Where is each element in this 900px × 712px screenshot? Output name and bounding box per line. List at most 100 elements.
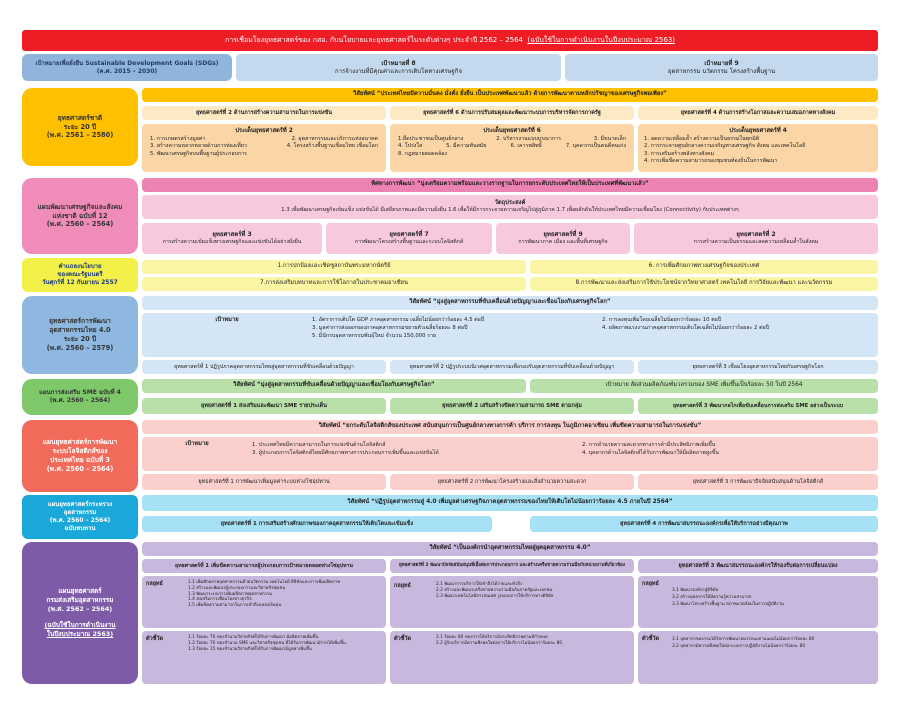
industry-strategy-1-text: ยุทธศาสตร์ที่ 1 ปฏิรูปภาคอุตสาหกรรมไทยสู… [174,363,354,370]
dip-col3-tactics: กลยุทธ์ 3.1 พัฒนาองค์กรสู่ดิจิทัล 3.2 สร… [638,576,878,628]
national-issue-6-item: 5. มีความทันสมัย [446,143,487,150]
national-strategy-2: ยุทธศาสตร์ที่ 2 ด้านการสร้างความสามารถใน… [142,106,386,120]
national-issue-6-item: 1.ยึดประชาชนเป็นศูนย์กลาง [398,136,464,143]
dip-col2-tactics: กลยุทธ์ 2.1 พัฒนาการบริการให้เข้าถึงได้ง… [390,576,634,628]
logistics-targets: เป้าหมาย 1. ประเทศไทยมีความสามารถในการแข… [142,437,878,471]
dip-col3-tactic: 3.1 พัฒนาองค์กรสู่ดิจิทัล [672,588,719,593]
nesdp-strategy-3-desc: การสร้างความเข้มแข็งทางเศรษฐกิจและแข่งขั… [162,238,302,245]
dip-label-3: (พ.ศ. 2562 – 2564) [47,604,113,613]
national-issue-4-item: 2. การกระจายศูนย์กลางความเจริญทางเศรษฐกิ… [644,143,806,150]
ministry-strategy-1: ยุทธศาสตร์ที่ 1 การเสริมสร้างศักยภาพของภ… [142,516,492,532]
industry-label-2: อุตสาหกรรมไทย 4.0 [49,326,111,335]
logistics-label: แผนยุทธศาสตร์การพัฒนา ระบบโลจิสติกส์ของ … [22,420,138,492]
policy-item-6-text: 6. การเพิ่มศักยภาพทางเศรษฐกิจของประเทศ [648,263,760,270]
national-strategy-6: ยุทธศาสตร์ที่ 6 ด้านการปรับสมดุลและพัฒนา… [390,106,634,120]
policy-item-1-text: 1.การปกป้องและเชิดชูสถาบันพระมหากษัตริย์ [277,263,391,270]
policy-item-7-text: 7.การส่งเสริมบทบาทและการใช้โอกาสในประชาค… [259,280,409,287]
nesdp-strategy-2-title: ยุทธศาสตร์ที่ 2 [736,231,776,239]
header-banner: การเชื่อมโยงยุทธศาสตร์ของ กสอ. กับนโยบาย… [22,30,878,51]
logistics-strategy-2: ยุทธศาสตร์ที่ 2 การพัฒนาโครงสร้างและสิ่ง… [390,474,634,490]
nesdp-direction-text: ทิศทางการพัฒนา “มุ่งเตรียมความพร้อมและวา… [371,181,649,188]
logistics-label-3: ประเทศไทย ฉบับที่ 3 [50,456,110,464]
industry-vision-text: วิสัยทัศน์ “มุ่งสู่อุตสาหกรรมที่ขับเคลื่… [409,299,611,306]
dip-col1-indicator: 1.1 ร้อยละ 70 ของจำนวนวิสาหกิจที่ได้รับก… [188,635,319,640]
dip-col3-indicator-label: ตัวชี้วัด [642,636,660,642]
ministry-label: แผนยุทธศาสตร์กระทรวง อุตสาหกรรม (พ.ศ. 25… [22,495,138,539]
national-strategy-2-title: ยุทธศาสตร์ที่ 2 ด้านการสร้างความสามารถใน… [195,109,333,116]
sme-strategy-3: ยุทธศาสตร์ที่ 3 พัฒนากลไกเพื่อขับเคลื่อน… [638,398,878,414]
logistics-target: 1. ประเทศไทยมีความสามารถในการแข่งขันด้าน… [252,442,386,448]
national-strategy-4-title: ยุทธศาสตร์ที่ 4 ด้านการสร้างโอกาสและความ… [680,109,836,116]
national-issue-6-item: 8. กฎหมายสอดคล้อง [398,150,447,157]
sdg-goal9: เป้าหมายที่ 9 อุตสาหกรรม นวัตกรรม โครงสร… [565,54,878,81]
dip-vision: วิสัยทัศน์ “เป็นองค์กรนำอุตสาหกรรมไทยสู่… [142,542,878,556]
national-issue-4-item: 3. การเสริมสร้างพลังทางสังคม [644,150,715,157]
industry-target: 3. มูลค่าการส่งออกของภาคอุตสาหกรรมขยายตั… [312,324,468,331]
national-label-2: ระยะ 20 ปี [63,122,97,131]
industry-label-4: (พ.ศ. 2560 – 2579) [46,343,114,352]
policy-item-6: 6. การเพิ่มศักยภาพทางเศรษฐกิจของประเทศ [530,260,878,274]
dip-col2-tactic: 2.2 สร้างและพัฒนาเครือข่ายความร่วมมือกับ… [436,587,553,593]
logistics-strategy-2-text: ยุทธศาสตร์ที่ 2 การพัฒนาโครงสร้างและสิ่ง… [437,478,587,485]
logistics-strategy-3: ยุทธศาสตร์ที่ 3 การพัฒนาปัจจัยสนับสนุนด้… [638,474,878,490]
dip-col2-tactic: 2.3 พัฒนาเทคโนโลยีสารสนเทศ รูปแบบการให้บ… [436,593,554,599]
nesdp-label-2: แห่งชาติ ฉบับที่ 12 [52,211,108,220]
national-issue-4-title: ประเด็นยุทธศาสตร์ที่ 4 [729,128,787,134]
dip-col2-indicators: ตัวชี้วัด 2.1 ร้อยละ 80 ของการให้บริการม… [390,631,634,684]
policy-item-8: 8.การพัฒนาและส่งเสริมการใช้ประโยชน์จากวิ… [530,277,878,291]
sdg-label: เป้าหมายเพื่อยั่งยืน Sustainable Develop… [22,54,232,81]
header-note: (ฉบับใช้ในการดำเนินงานในปีงบประมาณ 2563) [527,36,676,45]
industry-target: 5. มีนักรบอุตสาหกรรมพันธุ์ใหม่ จำนวน 150… [312,332,437,339]
nesdp-strategy-7-desc: การพัฒนาโครงสร้างพื้นฐานและระบบโลจิสติกส… [354,238,464,245]
industry-strategy-2: ยุทธศาสตร์ที่ 2 ปฏิรูประบบนิเวศอุตสาหกรร… [390,360,634,374]
national-issue-6-item: 2. บริหารงานแบบบูรณาการ [496,136,561,143]
nesdp-label-3: (พ.ศ. 2560 – 2564) [46,220,114,229]
dip-strategy-1-title: ยุทธศาสตร์ที่ 1 เพิ่มขีดความสามารถผู้ประ… [142,559,386,573]
logistics-vision: วิสัยทัศน์ “ยกระดับโลจิสติกส์ของประเทศ ส… [142,420,878,434]
logistics-strategy-1-text: ยุทธศาสตร์ที่ 1 การพัฒนาเพิ่มมูลค่าระบบห… [198,478,330,485]
nesdp-label: แผนพัฒนาเศรษฐกิจและสังคม แห่งชาติ ฉบับที… [22,178,138,254]
industry-targets: เป้าหมาย 1. อัตราการเติบโต GDP ภาคอุตสาห… [142,313,878,357]
dip-col1-indicator-label: ตัวชี้วัด [146,636,164,642]
policy-item-1: 1.การปกป้องและเชิดชูสถาบันพระมหากษัตริย์ [142,260,526,274]
dip-col2-indicator-label: ตัวชี้วัด [394,636,412,642]
dip-col1-tactic: 1.5 เพิ่มขีดความสามารถในการเข้าถึงแหล่งเ… [188,603,282,609]
nesdp-obj-title: วัตถุประสงค์ [494,200,526,207]
sdg-goal8-text: การจ้างงานที่มีคุณค่าและการเติบโตทางเศรษ… [335,67,462,75]
national-label-1: ยุทธศาสตร์ชาติ [57,113,103,122]
sme-label-2: (พ.ศ. 2560 – 2564) [49,397,111,404]
industry-label-3: ระยะ 20 ปี [63,335,97,343]
nesdp-direction: ทิศทางการพัฒนา “มุ่งเตรียมความพร้อมและวา… [142,178,878,192]
logistics-target: 4. บุคลากรด้านโลจิสติกส์ได้รับการพัฒนาให… [582,450,719,457]
dip-col2-tactic: 2.1 พัฒนาการบริการให้เข้าถึงได้ง่ายและทั… [436,582,523,587]
ministry-strategy-4-text: ยุทธศาสตร์ที่ 4 การพัฒนาสมรรถนะองค์กรเพื… [620,520,788,527]
industry-strategy-3-text: ยุทธศาสตร์ที่ 3 เชื่อมโยงอุตสาหกรรมไทยกั… [692,363,824,370]
dip-strategy-2-title-text: ยุทธศาสตร์ที่ 2 พัฒนาปัจจัยสนับสนุนที่เอ… [399,563,625,569]
national-issue-2-item: 2. อุตสาหกรรมและบริการแห่งอนาคต [291,136,378,143]
sme-label: แผนการส่งเสริม SME ฉบับที่ 4 (พ.ศ. 2560 … [22,379,138,415]
nesdp-strategy-7: ยุทธศาสตร์ที่ 7 การพัฒนาโครงสร้างพื้นฐาน… [326,223,492,254]
dip-col2-indicator: 2.1 ร้อยละ 80 ของการให้บริการมีประสิทธิภ… [436,635,548,640]
sme-vision: วิสัยทัศน์ “มุ่งสู่อุตสาหกรรมที่ขับเคลื่… [142,379,526,393]
sdg-title: เป้าหมายเพื่อยั่งยืน Sustainable Develop… [35,60,219,67]
sme-target: เป้าหมาย สัดส่วนผลิตภัณฑ์มวลรวมของ SME เ… [530,379,878,393]
dip-col2-indicator: 2.2 ผู้รับบริการมีความพึงพอใจต่อการให้บร… [436,640,563,646]
nesdp-label-1: แผนพัฒนาเศรษฐกิจและสังคม [37,202,123,211]
sme-strategy-2: ยุทธศาสตร์ที่ 2 เสริมสร้างขีดความสามารถ … [390,398,634,414]
industry-label: ยุทธศาสตร์การพัฒนา อุตสาหกรรมไทย 4.0 ระย… [22,296,138,374]
dip-label-5: ในปีงบประมาณ 2563) [46,629,114,638]
logistics-target-label: เป้าหมาย [185,441,209,447]
dip-col1-tactic: 1.1 เพิ่มศักยภาพอุตสาหกรรมด้วยนวัตกรรม เ… [188,580,341,585]
industry-strategy-2-text: ยุทธศาสตร์ที่ 2 ปฏิรูประบบนิเวศอุตสาหกรร… [409,363,615,370]
dip-col1-tactic: 1.3 พัฒนาระบบการเพิ่มผลิตภาพอุตสาหกรรม [188,591,273,597]
policy-item-8-text: 8.การพัฒนาและส่งเสริมการใช้ประโยชน์จากวิ… [575,280,833,287]
nesdp-strategy-9: ยุทธศาสตร์ที่ 9 การพัฒนาภาค เมือง และพื้… [496,223,630,254]
dip-col1-tactics: กลยุทธ์ 1.1 เพิ่มศักยภาพอุตสาหกรรมด้วยนว… [142,576,386,628]
industry-target: 2. การลงทุนเพิ่มโดยเฉลี่ยไม่น้อยกว่าร้อย… [602,317,722,323]
logistics-strategy-1: ยุทธศาสตร์ที่ 1 การพัฒนาเพิ่มมูลค่าระบบห… [142,474,386,490]
ministry-strategy-4: ยุทธศาสตร์ที่ 4 การพัฒนาสมรรถนะองค์กรเพื… [530,516,878,532]
dip-col1-indicator: 1.2 ร้อยละ 70 ของจำนวน SME และวิสาหกิจชุ… [188,640,346,646]
policy-item-7: 7.การส่งเสริมบทบาทและการใช้โอกาสในประชาค… [142,277,526,291]
nesdp-strategy-2: ยุทธศาสตร์ที่ 2 การสร้างความเป็นธรรมและล… [634,223,878,254]
sme-label-1: แผนการส่งเสริม SME ฉบับที่ 4 [39,388,121,396]
